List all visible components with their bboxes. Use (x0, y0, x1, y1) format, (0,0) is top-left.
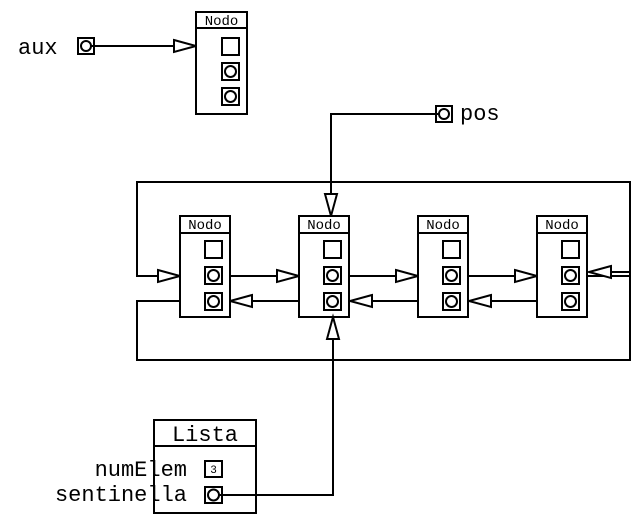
list-node: Nodo (417, 215, 469, 318)
pointer-dot-icon (207, 269, 220, 282)
list-title: Lista (172, 423, 238, 448)
next-wrap-line (136, 181, 631, 277)
aux-node: Nodo (195, 11, 248, 115)
arrowhead-icon (323, 193, 339, 220)
pointer-dot-icon (224, 65, 237, 78)
arrowhead-icon (395, 268, 422, 284)
prev-wrap-line (136, 271, 631, 361)
pointer-dot-icon (80, 40, 92, 52)
node-title: Nodo (188, 218, 222, 234)
arrowhead-icon (173, 38, 200, 54)
pointer-dot-icon (564, 295, 577, 308)
field-name-sentinella: sentinella (55, 483, 187, 508)
pos-label: pos (460, 102, 500, 127)
arrowhead-icon (276, 268, 303, 284)
arrowhead-icon (226, 293, 253, 309)
list-struct: Lista numElem 3 sentinella (55, 419, 257, 514)
pointer-dot-icon (207, 295, 220, 308)
pointer-dot-icon (564, 269, 577, 282)
arrowhead-icon (465, 293, 492, 309)
sentinella-arrow-line (219, 339, 334, 496)
node-title: Nodo (307, 218, 341, 234)
pointer-dot-icon (207, 488, 220, 502)
data-cell (221, 37, 240, 56)
node-title: Nodo (205, 14, 239, 30)
arrowhead-icon (157, 268, 184, 284)
data-cell (561, 240, 580, 259)
pointer-dot-icon (438, 108, 450, 120)
pointer-dot-icon (326, 269, 339, 282)
numElem-cell (204, 460, 223, 478)
pointer-dot-icon (445, 295, 458, 308)
field-name-numElem: numElem (95, 458, 187, 483)
data-cell (323, 240, 342, 259)
numElem-value: 3 (210, 465, 217, 477)
row-nodes: Nodo Nodo Nodo Nodo (179, 215, 588, 318)
pointer-dot-icon (445, 269, 458, 282)
arrowhead-icon (514, 268, 541, 284)
arrowhead-icon (325, 313, 341, 340)
node-title: Nodo (426, 218, 460, 234)
data-cell (442, 240, 461, 259)
aux-label: aux (18, 36, 58, 61)
arrowhead-icon (585, 264, 612, 280)
arrowhead-icon (346, 293, 373, 309)
list-node: Nodo (298, 215, 350, 318)
pointer-dot-icon (326, 295, 339, 308)
list-node: Nodo (179, 215, 231, 318)
list-node: Nodo (536, 215, 588, 318)
data-cell (204, 240, 223, 259)
pos-arrow-line (330, 113, 439, 194)
node-title: Nodo (545, 218, 579, 234)
pointer-dot-icon (224, 90, 237, 103)
